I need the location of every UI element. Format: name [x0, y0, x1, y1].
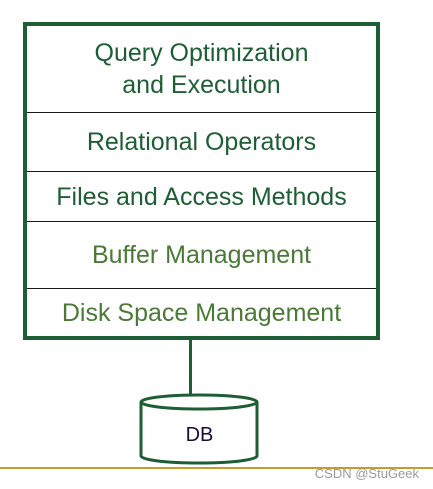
dbms-layer-stack: Query Optimization and Execution Relatio… [23, 22, 380, 340]
layer-files-access-methods-label: Files and Access Methods [56, 182, 347, 211]
layer-divider [27, 112, 376, 113]
layer-relational-operators: Relational Operators [27, 113, 376, 171]
layer-buffer-management: Buffer Management [27, 222, 376, 288]
database-cylinder-icon [139, 393, 259, 465]
layer-query-optimization-line-1: Query Optimization [94, 39, 309, 67]
layer-relational-operators-label: Relational Operators [86, 128, 317, 156]
layer-disk-space-management: Disk Space Management [27, 289, 376, 336]
slide-baseline [0, 467, 433, 469]
watermark: CSDN @StuGeek [314, 466, 419, 481]
layer-query-optimization-line-2: and Execution [122, 71, 281, 99]
layer-divider [27, 288, 376, 289]
stack-to-db-connector [189, 340, 192, 398]
layer-files-access-methods: Files and Access Methods [27, 172, 376, 221]
database-label: DB [185, 424, 214, 446]
layer-buffer-management-label: Buffer Management [91, 241, 312, 269]
layer-divider [27, 221, 376, 222]
layer-disk-space-management-label: Disk Space Management [61, 298, 342, 327]
layer-divider [27, 171, 376, 172]
layer-query-optimization: Query Optimization and Execution [27, 26, 376, 112]
